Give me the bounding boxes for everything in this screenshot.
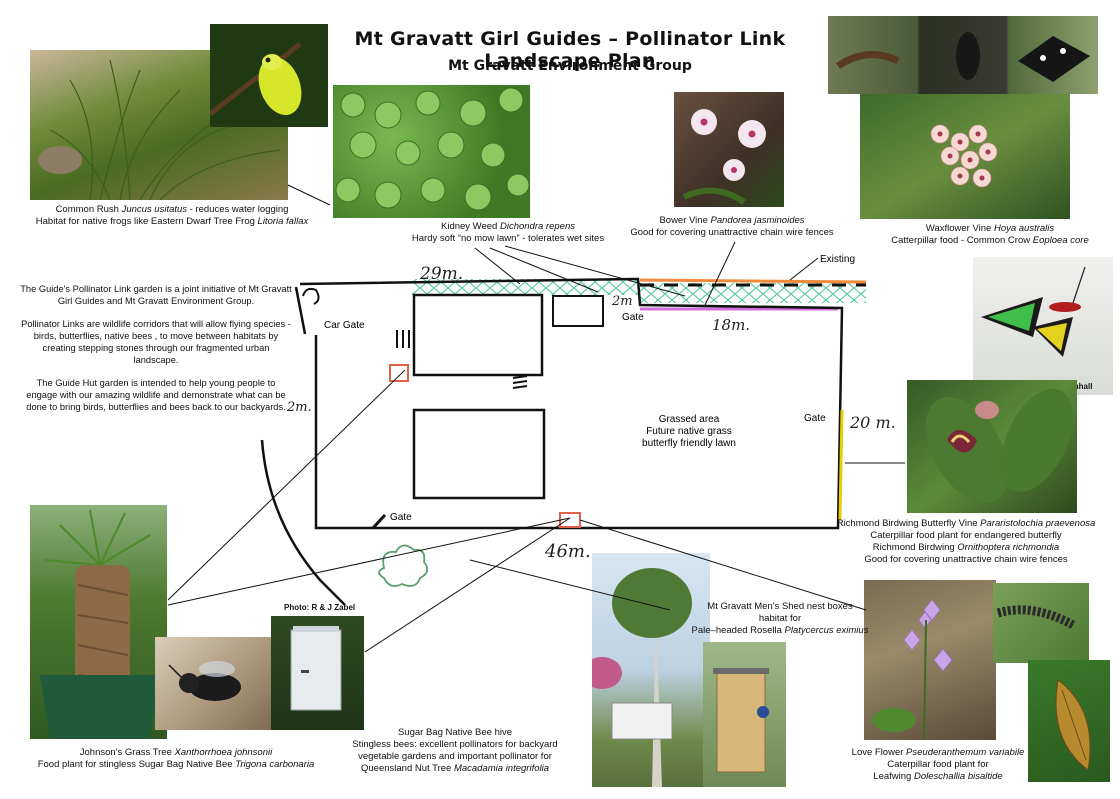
lawn-hatch-top [412,279,638,295]
grassed-area-label-1: Grassed area [659,414,720,425]
hive-box-icon [290,626,342,711]
bottom-gate-mark [371,513,387,530]
page-title: Mt Gravatt Girl Guides – Pollinator Link… [354,28,786,72]
caterpillar-spiky-icon [996,605,1076,629]
dimension-18m: 18m. [712,316,750,334]
intro-text: The Guide's Pollinator Link garden is a … [20,283,292,424]
waxflower-caption: Waxflower Vine Hoya australis Catterpill… [891,223,1089,246]
common-rush-photo [30,50,288,200]
hive-photo-credit: Photo: R & J Zabel [281,602,359,613]
tree-icon [592,568,692,787]
bower-vine-photo [674,92,784,207]
dimension-2m-left: 2m. [286,400,312,415]
butterfly-icon [981,266,1086,357]
car-gate-label: Car Gate [324,320,365,331]
intro-paragraph-2: Pollinator Links are wildlife corridors … [21,319,291,365]
corner-mark [302,287,320,305]
caterpillar-icon [836,32,1090,82]
nest-box-photo [703,642,786,787]
hall-building [412,408,546,500]
leafwing-butterfly-photo [1028,660,1110,782]
nest-box-scene-photo [592,553,710,787]
bee-hive-caption: Sugar Bag Native Bee hive Stingless bees… [352,727,558,774]
leafwing-caterpillar-photo [993,583,1089,663]
waxflower-icon [930,124,998,188]
existing-fence-line [639,278,867,284]
leaf-butterfly-icon [1055,679,1091,771]
frog-icon [210,42,302,116]
love-flower-caption: Love Flower Pseuderanthemum variabile Ca… [851,747,1025,782]
intro-paragraph-1: The Guide's Pollinator Link garden is a … [20,284,292,306]
tree-frog-photo [210,24,328,127]
kidney-weed-photo [333,85,530,218]
page-subtitle: Mt Gravatt Environment Group [448,58,692,74]
gate-right-label: Gate [804,413,826,424]
dimension-top: 29m. [419,264,463,284]
dimension-2m-top: 2m [611,294,633,309]
car-gate-line [294,286,307,335]
steps-icon [396,330,528,389]
yellow-edge-line [838,409,844,521]
nest-box-caption: Mt Gravatt Men's Shed nest boxes habitat… [691,601,869,636]
flower-icon [682,109,766,205]
leader-lines [167,184,905,653]
common-rush-caption: Common Rush Juncus usitatus - reduces wa… [35,204,309,227]
love-flower-photo [864,580,996,740]
boundary-line [299,277,844,530]
gate-top-label: Gate [622,312,644,323]
crow-butterfly-photos [828,16,1098,94]
lawn-hatch-right [636,283,866,303]
intro-paragraph-3: The Guide Hut garden is intended to help… [26,378,286,412]
bee-hive-photo: Photo: R & J Zabel [271,600,364,730]
existing-label: Existing [820,254,855,265]
bower-vine-caption: Bower Vine Pandorea jasminoides Good for… [630,215,834,238]
dimension-46m: 46m. [544,541,591,562]
vine-flower-icon [925,388,1073,504]
guide-hut-building [412,293,544,377]
birdwing-vine-photo [907,380,1077,513]
driveway-curve [260,439,346,606]
shed-building [552,295,604,327]
tree-planting-icon [378,544,429,587]
grassed-area-label-2: Future native grass [646,426,732,437]
grass-tree-caption: Johnson's Grass Tree Xanthorrhoea johnso… [37,747,315,770]
kidney-weed-caption: Kidney Weed Dichondra repens Hardy soft … [411,221,605,244]
bee-icon [168,661,241,701]
love-flower-icon [872,599,953,740]
grass-tree-photo [30,505,167,739]
dimension-20m: 20 m. [849,413,896,432]
leaf-pattern-icon [335,87,530,211]
native-bee-photo [155,637,273,730]
waxflower-photo [860,94,1070,219]
grassed-area-label-3: butterfly friendly lawn [642,438,736,449]
grass-tree-icon [40,509,160,739]
birdwing-vine-caption: Richmond Birdwing Butterfly Vine Pararis… [836,518,1096,565]
gate-bottom-label: Gate [390,512,412,523]
hive-location-left [389,364,409,382]
nest-box-icon [713,668,769,773]
